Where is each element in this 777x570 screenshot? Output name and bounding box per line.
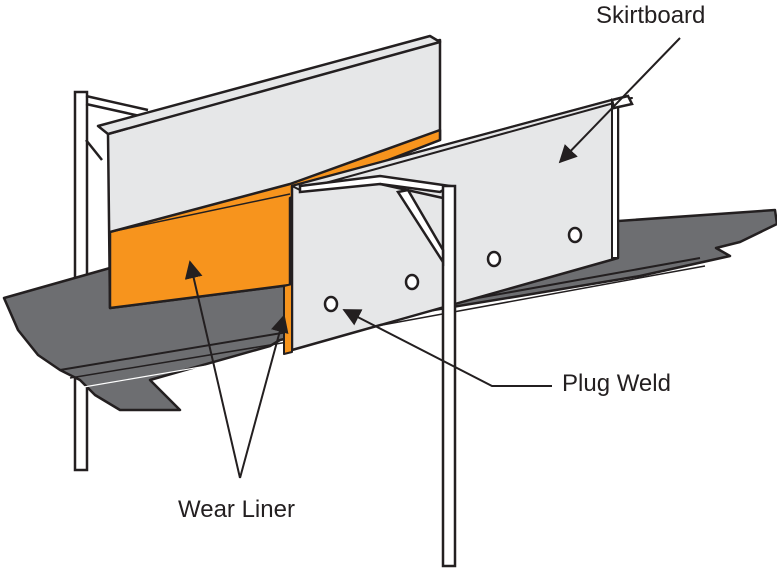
leader-lines	[184, 37, 681, 479]
wear-liner-label: Wear Liner	[178, 496, 295, 523]
plug-welds	[323, 226, 583, 313]
skirtboard-label: Skirtboard	[596, 2, 706, 29]
plug-weld-3	[486, 250, 502, 268]
plug-weld-4	[567, 226, 583, 244]
wear-liner-arrow-left	[184, 260, 241, 479]
skirtboard-arrow	[558, 37, 681, 164]
wear-liner-arrow-right	[239, 314, 289, 479]
plug-weld-label: Plug Weld	[562, 370, 671, 397]
plug-weld-arrow	[342, 309, 552, 387]
plug-weld-1	[323, 295, 339, 313]
right-wear-liner	[283, 283, 293, 355]
front-support-post	[298, 94, 634, 568]
plug-weld-2	[404, 273, 420, 291]
